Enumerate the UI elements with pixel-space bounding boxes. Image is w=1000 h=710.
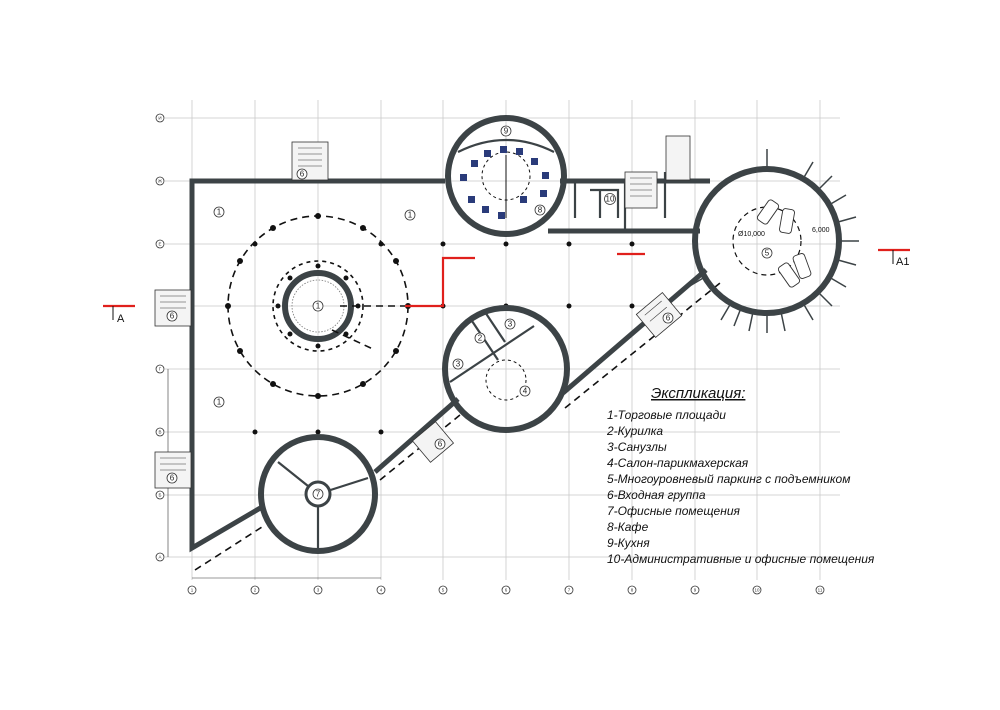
- room-label-salon: 4: [523, 387, 528, 396]
- cafe-tables: [460, 146, 549, 219]
- axis-col-8: 8: [631, 588, 634, 593]
- room-label-entrance-diagonal-lower: 6: [438, 440, 443, 449]
- legend-item-6: 6-Входная группа: [607, 488, 706, 502]
- salon-wall: [442, 305, 570, 433]
- parking-diameter-label: Ø10,000: [738, 231, 765, 238]
- axis-col-11: 11: [818, 588, 823, 593]
- room-label-offices: 7: [316, 490, 321, 499]
- parking-fins: [687, 149, 859, 333]
- room-label-parking: 5: [765, 249, 770, 258]
- diagonal-wall-upper: [561, 268, 708, 395]
- room-label-retail-center: 1: [316, 302, 321, 311]
- cafe-wall: [445, 115, 567, 237]
- room-label-entrance-north: 6: [300, 170, 305, 179]
- exterior-wall-retail: [189, 178, 445, 553]
- axis-row-7: Ж: [158, 179, 163, 184]
- entrance-vestibules: [154, 135, 691, 489]
- room-label-retail-ne: 1: [408, 211, 413, 220]
- room-label-wc-upper: 3: [508, 320, 513, 329]
- room-labels: 1 1 1 1 2 3 3 4 5 6 6 6 6 6 7 8 9 10: [166, 125, 773, 500]
- room-label-admin: 10: [606, 195, 615, 204]
- legend-item-8: 8-Кафе: [607, 520, 649, 534]
- diagonal-wall-lower: [373, 397, 460, 474]
- legend-item-1: 1-Торговые площади: [607, 408, 726, 422]
- room-label-entrance-diagonal-upper: 6: [666, 314, 671, 323]
- axis-col-4: 4: [380, 588, 383, 593]
- grid-axis-markers: 1 2 3 4 5 6 7 8 9 10 11 А Б В Г Д Е Ж И: [155, 113, 825, 595]
- cafe-rotunda: [445, 115, 567, 237]
- atrium-inner-dashed-ring: [272, 260, 364, 352]
- axis-col-2: 2: [254, 588, 257, 593]
- legend-item-10: 10-Административные и офисные помещения: [607, 552, 875, 566]
- axis-col-1: 1: [191, 588, 194, 593]
- legend-item-3: 3-Санузлы: [607, 440, 667, 454]
- legend-item-9: 9-Кухня: [607, 536, 650, 550]
- legend-item-7: 7-Офисные помещения: [607, 504, 740, 518]
- parking-offset-label: 6,000: [812, 227, 830, 234]
- entrance-diagonal-upper: [635, 292, 683, 338]
- link-elevator: [665, 135, 691, 181]
- column-axis-markers: 1 2 3 4 5 6 7 8 9 10 11: [187, 585, 825, 595]
- section-cut-marks: A A1: [103, 248, 910, 325]
- section-cut-line: [405, 252, 645, 308]
- axis-col-9: 9: [694, 588, 697, 593]
- parking-rotunda: Ø10,000 6,000: [687, 149, 859, 333]
- parking-turntable: [732, 206, 802, 276]
- legend-item-4: 4-Салон-парикмахерская: [607, 456, 749, 470]
- salon-inner-ring: [485, 359, 527, 401]
- ramp-dashed-lines: [331, 305, 405, 351]
- section-mark-right: A1: [896, 256, 909, 268]
- link-stair: [624, 171, 658, 209]
- room-label-cafe: 8: [538, 206, 543, 215]
- axis-col-6: 6: [505, 588, 508, 593]
- room-label-smoking: 2: [478, 334, 483, 343]
- legend-item-5: 5-Многоуровневый паркинг с подъемником: [607, 472, 850, 486]
- room-label-retail-sw: 1: [217, 398, 222, 407]
- axis-row-8: И: [158, 116, 161, 121]
- axis-col-10: 10: [754, 588, 760, 593]
- axis-row-1: А: [158, 555, 161, 560]
- columns: [225, 213, 635, 435]
- axis-row-2: Б: [159, 493, 162, 498]
- axis-row-4: Г: [159, 367, 162, 372]
- room-label-wc-lower: 3: [456, 360, 461, 369]
- spiral-ramp: [282, 270, 354, 342]
- entrance-north: [291, 141, 329, 181]
- room-label-kitchen: 9: [504, 127, 509, 136]
- parked-cars: [756, 199, 812, 288]
- axis-col-7: 7: [568, 588, 571, 593]
- link-partitions: [573, 172, 667, 231]
- entrance-diagonal-lower: [411, 421, 455, 463]
- row-axis-markers: А Б В Г Д Е Ж И: [155, 113, 165, 562]
- axis-row-6: Е: [158, 242, 161, 247]
- axis-col-5: 5: [442, 588, 445, 593]
- office-wall: [258, 434, 378, 554]
- axis-col-3: 3: [317, 588, 320, 593]
- room-label-entrance-west-upper: 6: [170, 312, 175, 321]
- section-mark-left: A: [117, 313, 125, 325]
- room-label-retail-nw: 1: [217, 208, 222, 217]
- axis-row-3: В: [158, 430, 161, 435]
- legend: Экспликация: 1-Торговые площади 2-Курилк…: [606, 385, 875, 566]
- legend-item-2: 2-Курилка: [606, 424, 663, 438]
- dimension-lines: [167, 369, 381, 579]
- room-label-entrance-west-lower: 6: [170, 474, 175, 483]
- legend-title: Экспликация:: [651, 385, 745, 402]
- kitchen-partition: [457, 138, 555, 153]
- parking-wall: [692, 166, 842, 316]
